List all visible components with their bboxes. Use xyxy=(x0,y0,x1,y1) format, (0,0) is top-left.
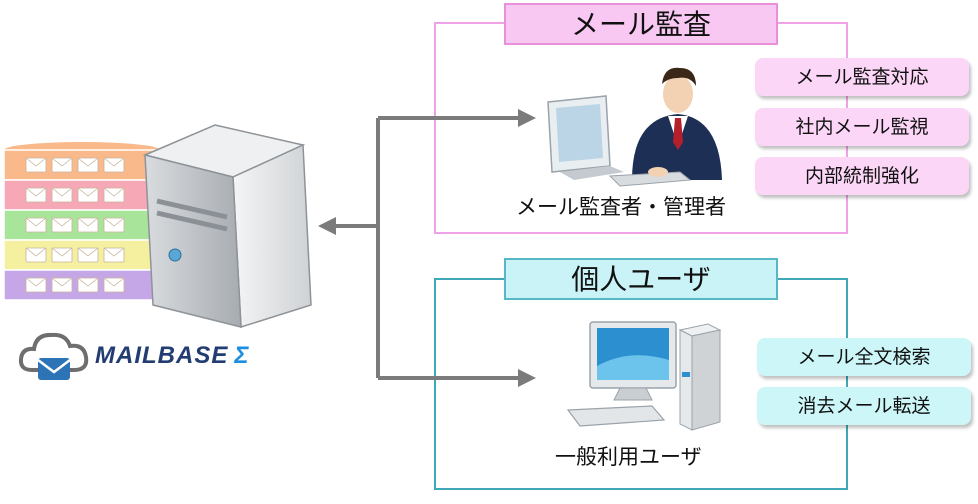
user-tag-full-text-search: メール全文検索 xyxy=(757,338,971,376)
mail-envelope-icon xyxy=(103,187,125,203)
mail-storage-stack-icon xyxy=(3,142,161,301)
arrow-to-user xyxy=(518,369,536,387)
server-tower-icon xyxy=(142,124,312,329)
mail-envelope-icon xyxy=(103,217,125,233)
auditor-role-label: メール監査者・管理者 xyxy=(516,195,726,219)
mail-envelope-icon xyxy=(51,157,73,173)
mail-envelope-icon xyxy=(103,277,125,293)
mail-envelope-icon xyxy=(51,247,73,263)
mail-envelope-icon xyxy=(25,187,47,203)
mail-envelope-icon xyxy=(103,247,125,263)
cloud-mail-icon xyxy=(18,332,89,380)
mail-envelope-icon xyxy=(51,217,73,233)
arrow-to-auditor xyxy=(518,109,536,127)
mail-envelope-icon xyxy=(25,277,47,293)
user-role-label: 一般利用ユーザ xyxy=(555,445,702,469)
brand-name: MAILBASE xyxy=(95,342,229,369)
mail-envelope-icon xyxy=(77,247,99,263)
audit-section-title: メール監査 xyxy=(504,3,778,45)
audit-tag-internal-control: 内部統制強化 xyxy=(755,157,969,195)
audit-tag-internal-monitoring: 社内メール監視 xyxy=(755,108,969,146)
user-tag-deleted-mail-forward: 消去メール転送 xyxy=(757,387,971,425)
user-section-title: 個人ユーザ xyxy=(504,258,778,300)
mail-envelope-icon xyxy=(77,187,99,203)
mail-envelope-icon xyxy=(77,277,99,293)
brand-symbol: Σ xyxy=(234,342,250,369)
mail-envelope-icon xyxy=(51,187,73,203)
mail-envelope-icon xyxy=(77,157,99,173)
desktop-computer-icon xyxy=(566,321,722,431)
mail-envelope-icon xyxy=(103,157,125,173)
mail-envelope-icon xyxy=(51,277,73,293)
businessman-at-computer-icon xyxy=(547,67,722,187)
mail-envelope-icon xyxy=(25,247,47,263)
mail-envelope-icon xyxy=(25,217,47,233)
mail-envelope-icon xyxy=(77,217,99,233)
mail-envelope-icon xyxy=(25,157,47,173)
arrow-to-server xyxy=(318,217,336,235)
audit-tag-mail-audit: メール監査対応 xyxy=(755,58,969,96)
